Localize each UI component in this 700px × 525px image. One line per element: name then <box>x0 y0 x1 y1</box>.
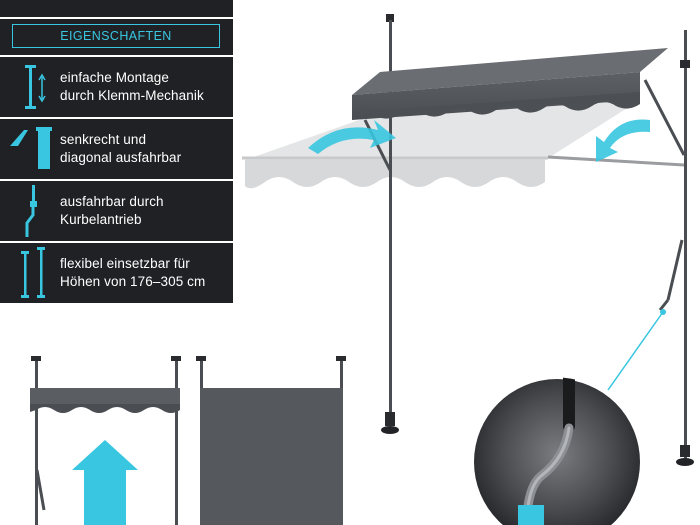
crank-icon <box>0 181 58 241</box>
height-poles-icon <box>0 243 58 303</box>
feature-line-2: Kurbelantrieb <box>60 212 142 227</box>
feature-line-1: senkrecht und <box>60 132 147 147</box>
tilt-arrow-left-icon <box>308 120 396 154</box>
right-pole <box>658 30 694 466</box>
awning-tilt-icon <box>0 119 58 179</box>
mini-awning-vertical <box>196 356 346 525</box>
top-bar-strip <box>0 0 233 17</box>
feature-line-1: flexibel einsetzbar für <box>60 256 190 271</box>
feature-height: flexibel einsetzbar für Höhen von 176–30… <box>0 243 233 303</box>
feature-line-2: diagonal ausfahrbar <box>60 150 182 165</box>
center-pole <box>381 14 399 434</box>
feature-easy-mounting: einfache Montage durch Klemm-Mechanik <box>0 57 233 117</box>
feature-tilt: senkrecht und diagonal ausfahrbar <box>0 119 233 179</box>
header-panel: EIGENSCHAFTEN <box>0 19 233 55</box>
tilt-arrow-right-icon <box>596 119 650 162</box>
awning-extended-ghost <box>242 100 640 189</box>
awning-main <box>352 48 686 171</box>
feature-line-1: ausfahrbar durch <box>60 194 164 209</box>
feature-crank: ausfahrbar durch Kurbelantrieb <box>0 181 233 241</box>
feature-line-1: einfache Montage <box>60 70 169 85</box>
feature-line-2: Höhen von 176–305 cm <box>60 274 206 289</box>
callout-line <box>607 311 664 391</box>
mini-awning-diagonal <box>30 356 181 525</box>
feature-line-2: durch Klemm-Mechanik <box>60 88 204 103</box>
vertical-arrow-icon <box>0 57 58 117</box>
properties-heading: EIGENSCHAFTEN <box>12 24 220 48</box>
crank-zoom-detail <box>469 374 645 525</box>
